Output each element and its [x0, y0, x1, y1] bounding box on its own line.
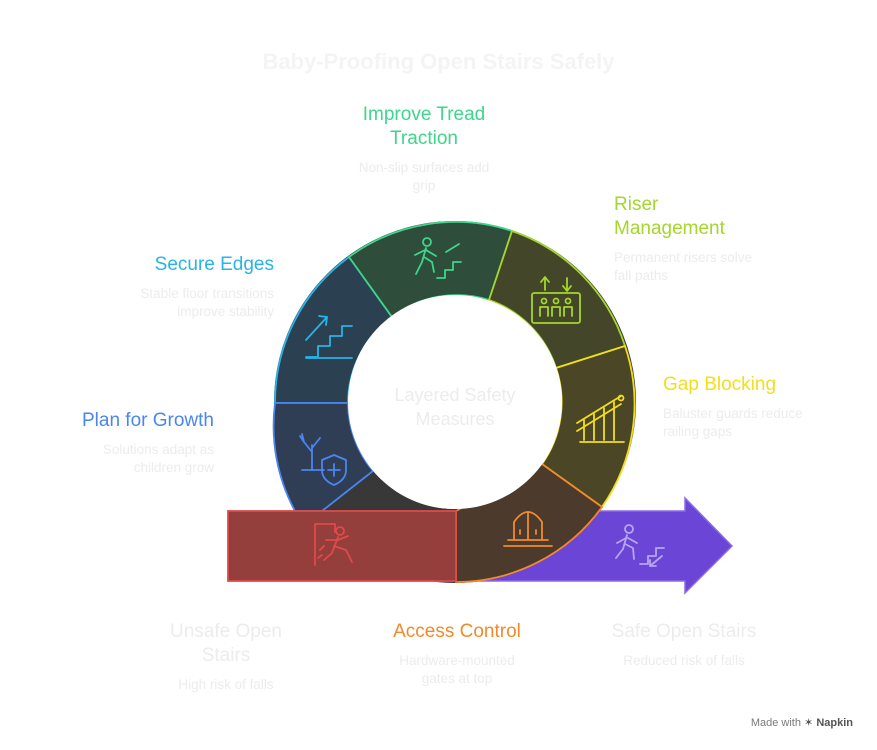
label-secure-edges: Secure Edges Stable floor transitions im… — [54, 253, 274, 321]
footer-brand: Napkin — [816, 717, 853, 729]
desc-access-control-line-1: Hardware-mounted — [399, 653, 515, 668]
desc-plan-for-growth-line-2: children grow — [133, 460, 214, 475]
title-riser-management-line-2: Management — [614, 218, 725, 239]
desc-secure-edges-line-2: improve stability — [177, 304, 274, 319]
title-end: Safe Open Stairs — [611, 621, 757, 642]
start-block — [227, 510, 457, 582]
desc-riser-management-line-1: Permanent risers solve — [614, 250, 753, 265]
railing-stairs-icon — [576, 394, 625, 443]
napkin-logo-icon: ✶ — [804, 717, 814, 729]
label-end: Safe Open Stairs Reduced risk of falls — [584, 620, 784, 670]
gate-icon — [503, 511, 553, 547]
desc-end: Reduced risk of falls — [623, 653, 745, 668]
center-label-line-1: Layered Safety — [394, 385, 516, 405]
label-start: Unsafe Open Stairs High risk of falls — [126, 620, 326, 694]
title-improve-tread-traction-line-1: Improve Tread — [362, 104, 486, 125]
desc-plan-for-growth-line-1: Solutions adapt as — [102, 442, 214, 457]
falling-person-icon — [314, 523, 353, 566]
title-start-line-1: Unsafe Open — [170, 621, 282, 642]
desc-secure-edges-line-1: Stable floor transitions — [140, 286, 274, 301]
title-gap-blocking: Gap Blocking — [663, 374, 777, 395]
title-secure-edges: Secure Edges — [154, 254, 274, 275]
label-riser-management: Riser Management Permanent risers solve … — [614, 193, 834, 285]
footer-credit[interactable]: Made with ✶ Napkin — [751, 716, 853, 729]
person-descending-stairs-icon — [615, 524, 665, 567]
label-plan-for-growth: Plan for Growth Solutions adapt as child… — [14, 409, 214, 477]
desc-access-control-line-2: gates at top — [421, 671, 493, 686]
label-access-control: Access Control Hardware-mounted gates at… — [357, 620, 557, 688]
stairs-up-arrow-icon — [305, 315, 353, 359]
label-improve-tread-traction: Improve Tread Traction Non-slip surfaces… — [330, 103, 518, 195]
title-riser-management-line-1: Riser — [614, 194, 659, 215]
desc-gap-blocking-line-1: Baluster guards reduce — [663, 406, 803, 421]
desc-gap-blocking-line-2: railing gaps — [663, 424, 733, 439]
title-access-control: Access Control — [393, 621, 521, 642]
growth-shield-icon — [299, 433, 347, 486]
footer-made-with: Made with — [750, 717, 801, 729]
diagram-title: Baby-Proofing Open Stairs Safely — [262, 49, 615, 74]
title-plan-for-growth: Plan for Growth — [82, 410, 214, 431]
title-improve-tread-traction-line-2: Traction — [390, 128, 458, 149]
desc-riser-management-line-2: fall paths — [614, 268, 669, 283]
desc-start: High risk of falls — [178, 677, 274, 692]
person-climbing-stairs-icon — [414, 237, 462, 279]
center-label: Layered Safety Measures — [355, 383, 555, 431]
label-gap-blocking: Gap Blocking Baluster guards reduce rail… — [663, 373, 863, 441]
ring-inner — [348, 295, 562, 509]
center-label-line-2: Measures — [415, 409, 495, 429]
elevator-panel-icon — [531, 276, 581, 324]
title-start-line-2: Stairs — [201, 645, 251, 666]
desc-improve-tread-traction-line-1: Non-slip surfaces add — [358, 160, 490, 175]
desc-improve-tread-traction-line-2: grip — [412, 178, 436, 193]
